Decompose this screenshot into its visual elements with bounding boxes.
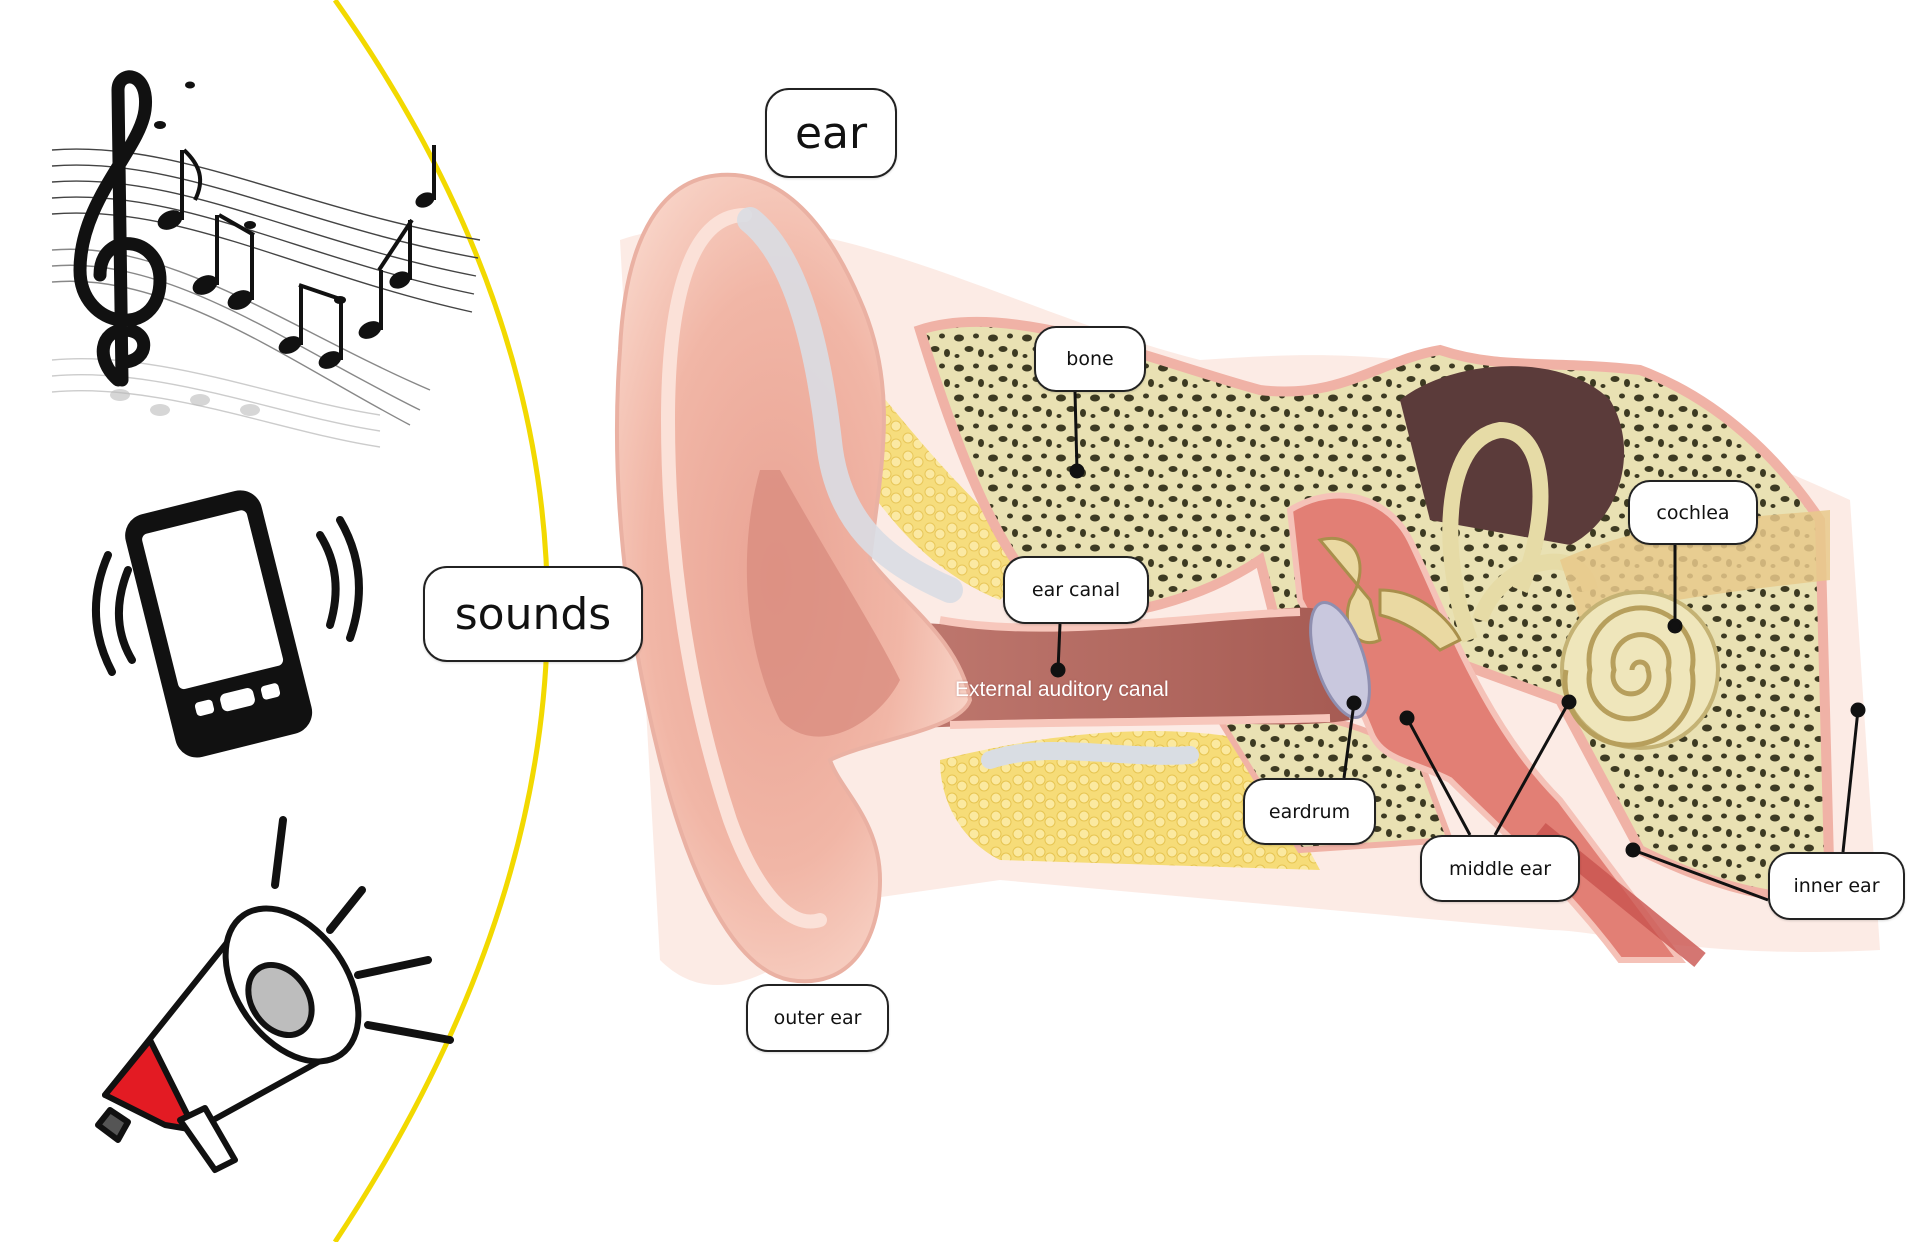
vibrating-phone-icon [92,490,363,758]
cochlea-label: cochlea [1628,480,1758,545]
inner-ear-label: inner ear [1768,852,1905,920]
bone-label: bone [1034,326,1146,392]
music-notes-icon [51,70,481,448]
middle-ear-label: middle ear [1420,835,1580,902]
sounds-label: sounds [423,566,643,662]
eardrum-label: eardrum [1243,778,1376,845]
outer-ear-label: outer ear [746,984,889,1052]
ear-title-label: ear [765,88,897,178]
megaphone-icon [95,816,454,1173]
ear-cross-section [614,172,1880,985]
cochlea-spiral [1560,590,1720,750]
leader-lines [1050,391,1866,902]
ear-canal-label: ear canal [1003,556,1149,624]
external-auditory-canal-caption: External auditory canal [955,678,1169,701]
